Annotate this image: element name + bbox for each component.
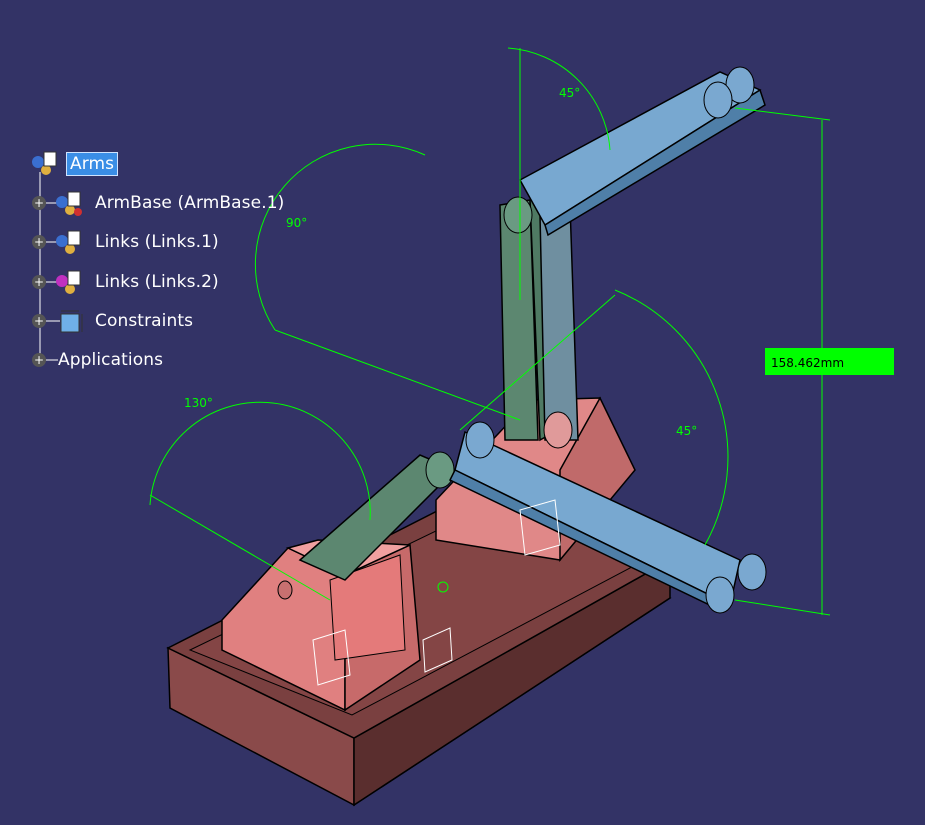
tree-root-label: Arms xyxy=(66,152,119,176)
part-icon xyxy=(54,190,84,218)
tree-item-label: Links (Links.2) xyxy=(95,272,219,292)
angle-label-base[interactable]: 130° xyxy=(184,396,213,410)
length-dimension-label[interactable]: 158.462mm xyxy=(765,348,894,375)
constraint-annotations xyxy=(149,47,831,616)
constraints-icon xyxy=(58,308,86,336)
tree-item-label: Applications xyxy=(58,350,164,370)
tree-item-label: ArmBase (ArmBase.1) xyxy=(95,193,285,213)
part-icon xyxy=(54,269,84,297)
expand-plus-icon[interactable]: + xyxy=(32,353,46,367)
links-2-part[interactable] xyxy=(448,66,767,614)
expand-plus-icon[interactable]: + xyxy=(32,196,46,210)
tree-item-label: Links (Links.1) xyxy=(95,232,219,252)
links-1-part[interactable] xyxy=(298,188,579,581)
tree-item-label: Constraints xyxy=(95,311,194,331)
angle-label-right[interactable]: 45° xyxy=(676,424,698,438)
angle-label-top[interactable]: 45° xyxy=(559,86,581,100)
part-icon xyxy=(54,229,84,257)
product-icon xyxy=(30,150,60,178)
anchor-markers xyxy=(312,499,561,686)
expand-plus-icon[interactable]: + xyxy=(32,235,46,249)
angle-label-left[interactable]: 90° xyxy=(286,216,308,230)
expand-plus-icon[interactable]: + xyxy=(32,314,46,328)
expand-plus-icon[interactable]: + xyxy=(32,275,46,289)
